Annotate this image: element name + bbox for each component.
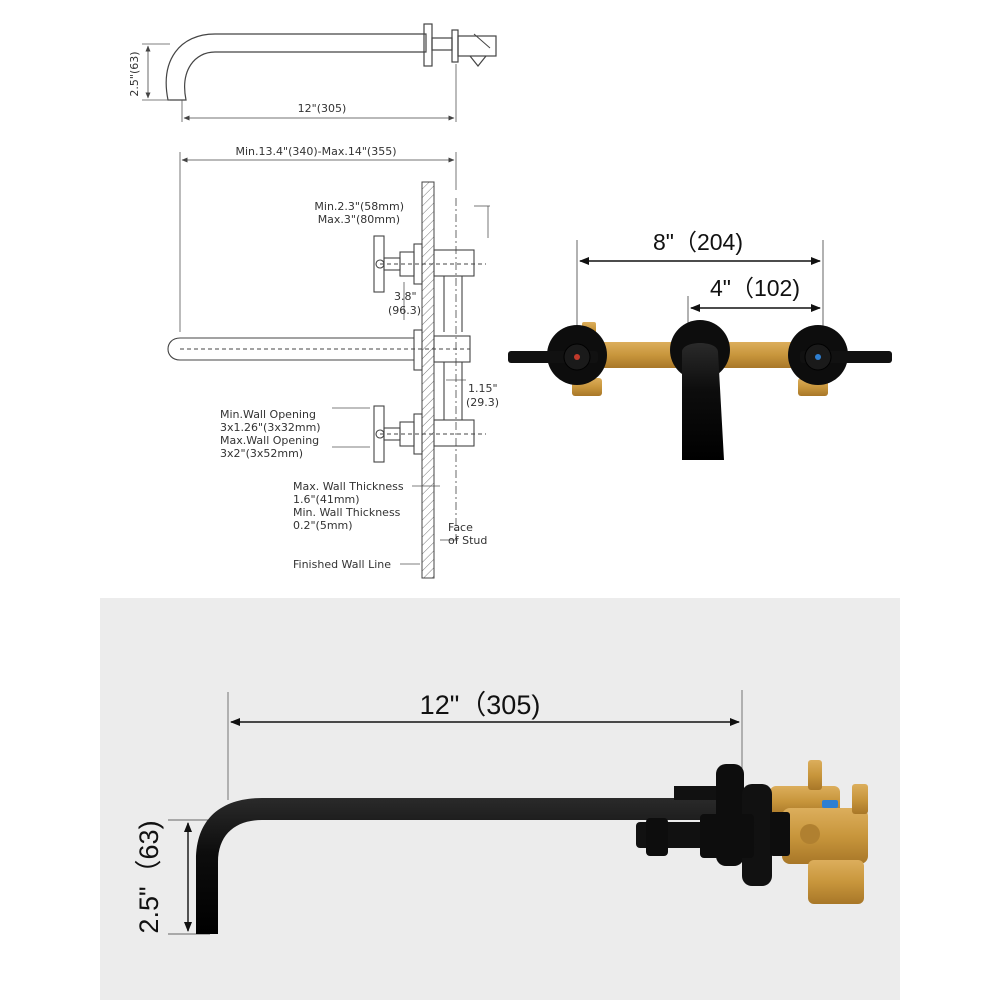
min-opening-value: 3x1.26"(3x32mm) [220,421,321,434]
front-spout [682,343,724,460]
depth-max-label: Max.3"(80mm) [318,213,400,226]
min-thickness-value: 0.2"(5mm) [293,519,353,532]
top-length-label: 12"(305) [298,102,347,115]
upper-valve [373,235,486,332]
spout-top-drawing: 2.5"(63) 12"(305) [128,23,497,122]
brass-valve-assembly [770,760,868,904]
half-spread-label: 4"（102) [710,275,800,301]
offset-in: 1.15" [468,382,498,395]
offset-mm: (29.3) [466,396,499,409]
valve-spacing-mm: (96.3) [388,304,421,317]
top-height-label: 2.5"(63) [128,51,141,96]
wall-flange-front [742,784,772,886]
side-section-drawing: Min.13.4"(340)-Max.14"(355) [167,145,499,579]
photo-spout [196,798,722,934]
stud-label-1: Face [448,521,473,534]
spread-label: 8"（204) [653,229,743,255]
front-view-photo: 8"（204) 4"（102) [508,229,892,460]
photo-length-label: 12"（305) [420,690,541,720]
min-opening-label: Min.Wall Opening [220,408,316,421]
depth-min-label: Min.2.3"(58mm) [314,200,404,213]
side-view-photo: 12"（305) 2.5"（63) [134,690,868,935]
finished-wall-label: Finished Wall Line [293,558,391,571]
valve-spacing-in: 3.8" [394,290,417,303]
overall-length-label: Min.13.4"(340)-Max.14"(355) [236,145,397,158]
max-opening-label: Max.Wall Opening [220,434,319,447]
lower-valve [373,362,486,463]
max-opening-value: 3x2"(3x52mm) [220,447,303,460]
wall-section [421,181,435,579]
max-thickness-label: Max. Wall Thickness [293,480,404,493]
stud-label-2: of Stud [448,534,487,547]
photo-height-label: 2.5"（63) [134,820,164,933]
min-thickness-label: Min. Wall Thickness [293,506,401,519]
max-thickness-value: 1.6"(41mm) [293,493,360,506]
side-spout [167,329,471,371]
